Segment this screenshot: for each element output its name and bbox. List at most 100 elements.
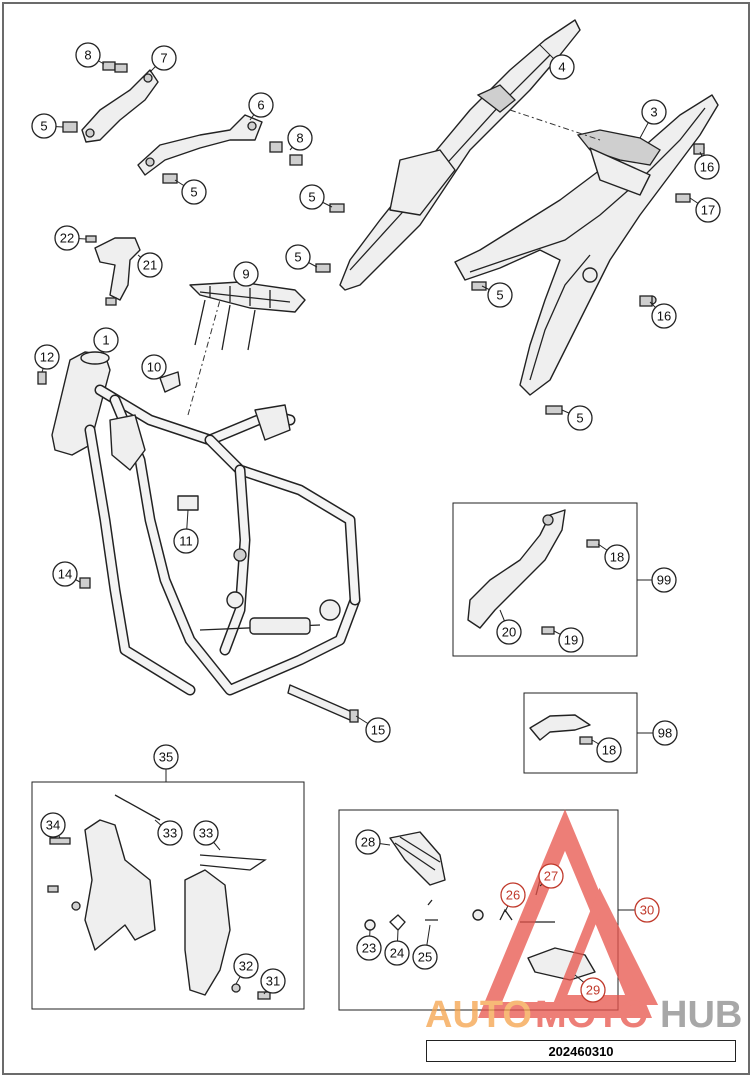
callout-circle: [567, 405, 593, 431]
callout-7: 7: [149, 45, 177, 73]
callout-circle: [157, 820, 183, 846]
callout-circle: [651, 303, 677, 329]
callout-26: 26: [500, 882, 526, 913]
callout-circle: [549, 54, 575, 80]
callout-11: 11: [173, 509, 199, 554]
callout-number: 5: [190, 185, 197, 200]
bracket-21: [85, 235, 141, 306]
callout-circle: [500, 882, 526, 908]
callout-number: 5: [40, 119, 47, 134]
callout-number: 12: [40, 350, 54, 365]
callout-circle: [153, 744, 179, 770]
small-parts-frame: [37, 371, 359, 723]
callout-30: 30: [618, 897, 660, 923]
callout-8: 8: [75, 42, 105, 68]
callout-circle: [365, 717, 391, 743]
callout-circle: [173, 528, 199, 554]
callout-24: 24: [384, 929, 410, 966]
callout-number: 21: [143, 258, 157, 273]
callout-5: 5: [31, 113, 64, 139]
callout-circle: [248, 92, 274, 118]
callout-number: 35: [159, 750, 173, 765]
callout-number: 4: [558, 60, 565, 75]
document-number: 202460310: [426, 1040, 736, 1062]
callout-20: 20: [496, 609, 522, 645]
callout-5: 5: [285, 244, 318, 270]
callout-circle: [151, 45, 177, 71]
callout-circle: [31, 113, 57, 139]
callout-22: 22: [54, 225, 87, 251]
callout-number: 8: [296, 131, 303, 146]
callout-number: 8: [84, 48, 91, 63]
callout-3: 3: [639, 99, 667, 139]
callout-number: 14: [58, 567, 72, 582]
frame-bracket-4: [339, 19, 581, 291]
callout-19: 19: [553, 627, 584, 653]
callout-number: 32: [239, 959, 253, 974]
callout-circle: [141, 354, 167, 380]
callout-14: 14: [52, 561, 81, 587]
kit-98-parts: [529, 714, 593, 745]
callout-number: 98: [658, 726, 672, 741]
watermark-auto: AUTO: [425, 994, 532, 1036]
callout-circle: [137, 252, 163, 278]
callout-99: 99: [637, 567, 677, 593]
callout-31: 31: [260, 968, 286, 995]
callout-circle: [496, 619, 522, 645]
callout-number: 30: [640, 903, 654, 918]
callout-circle: [695, 197, 721, 223]
frame-protector-parts: [47, 794, 271, 1000]
callout-number: 11: [179, 534, 193, 549]
callout-circle: [356, 935, 382, 961]
callout-16: 16: [649, 301, 677, 329]
callout-number: 99: [657, 573, 671, 588]
callout-number: 16: [657, 309, 671, 324]
callout-number: 20: [502, 625, 516, 640]
callout-5: 5: [561, 405, 593, 431]
callout-5: 5: [481, 282, 513, 308]
callout-number: 17: [701, 203, 715, 218]
callout-circle: [596, 737, 622, 763]
callout-number: 9: [242, 267, 249, 282]
callout-number: 6: [257, 98, 264, 113]
callout-9: 9: [233, 261, 259, 287]
subframe-assembly: [454, 94, 719, 396]
callout-4: 4: [539, 44, 575, 80]
callout-circle: [384, 940, 410, 966]
callout-number: 29: [586, 983, 600, 998]
callout-number: 3: [650, 105, 657, 120]
callout-number: 7: [160, 51, 167, 66]
callout-23: 23: [356, 929, 382, 961]
callout-circle: [604, 544, 630, 570]
callout-circle: [40, 812, 66, 838]
callout-10: 10: [141, 354, 167, 380]
frame-protector-box: [31, 781, 305, 1010]
callout-28: 28: [355, 829, 391, 855]
watermark-hub: HUB: [660, 994, 742, 1036]
callout-6: 6: [248, 92, 274, 121]
main-frame-1: [51, 351, 361, 696]
callout-8: 8: [287, 125, 313, 151]
callout-number: 27: [544, 869, 558, 884]
callout-circle: [634, 897, 660, 923]
callout-33: 33: [154, 819, 183, 846]
callout-18: 18: [597, 543, 630, 570]
callout-number: 28: [361, 835, 375, 850]
callout-16: 16: [694, 151, 720, 180]
callout-circle: [34, 344, 60, 370]
callout-number: 26: [506, 888, 520, 903]
callout-number: 22: [60, 231, 74, 246]
callout-number: 19: [564, 633, 578, 648]
engine-bracket-7: [81, 69, 159, 143]
callout-circle: [285, 244, 311, 270]
callout-17: 17: [689, 197, 721, 223]
callout-circle: [538, 863, 564, 889]
callout-circle: [287, 125, 313, 151]
callout-circle: [580, 977, 606, 1003]
callout-circle: [75, 42, 101, 68]
callout-circle: [558, 627, 584, 653]
